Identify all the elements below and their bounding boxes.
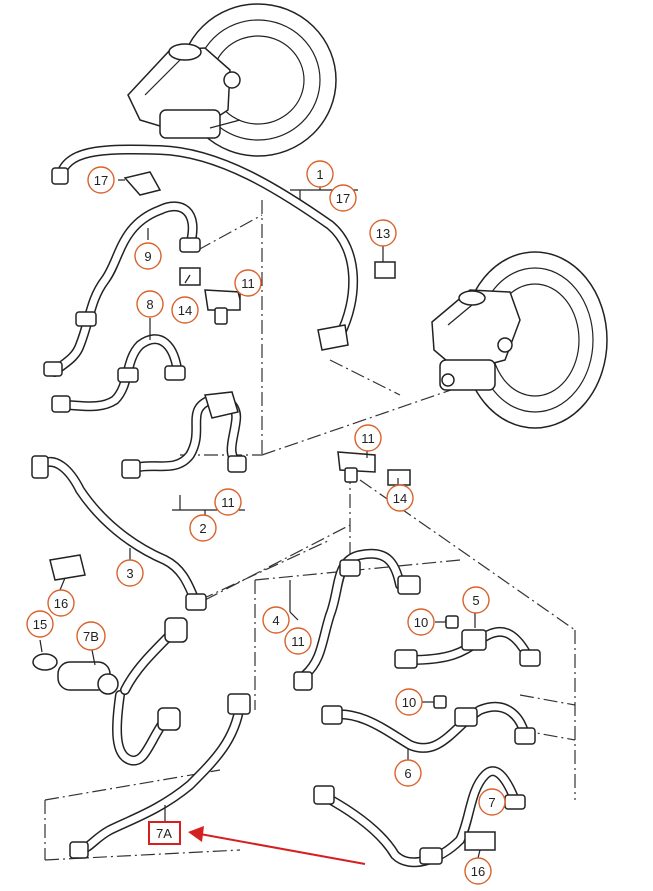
callout-4-label: 4 <box>272 613 279 628</box>
callout-11-mid: 11 <box>354 424 382 452</box>
hose-7 <box>313 766 526 868</box>
callout-11-top-label: 11 <box>241 276 255 291</box>
callout-7b-label: 7B <box>83 629 99 644</box>
callout-5-label: 5 <box>472 593 479 608</box>
callout-13: 13 <box>369 219 397 247</box>
highlight-7a: 7A <box>148 821 366 865</box>
callout-16-left: 16 <box>47 589 75 617</box>
callout-11-right: 11 <box>284 627 312 655</box>
callout-3-label: 3 <box>126 566 133 581</box>
callout-16-left-label: 16 <box>54 596 68 611</box>
callout-17-left: 17 <box>87 166 115 194</box>
callout-10-top-label: 10 <box>414 615 428 630</box>
callout-7-label: 7 <box>488 795 495 810</box>
highlight-arrow-head <box>188 826 204 842</box>
highlight-7a-box <box>148 821 181 845</box>
hose-6 <box>321 695 536 753</box>
highlight-arrow <box>199 833 366 865</box>
callout-17-right: 17 <box>329 184 357 212</box>
callout-14-mid-label: 14 <box>393 491 407 506</box>
callout-11-low-label: 11 <box>221 495 235 510</box>
hose-2 <box>121 391 247 479</box>
callout-14-top-label: 14 <box>178 303 192 318</box>
callout-11-right-label: 11 <box>291 634 305 649</box>
callout-6: 6 <box>394 759 422 787</box>
callout-1-label: 1 <box>316 167 323 182</box>
callout-15-label: 15 <box>33 617 47 632</box>
callout-1: 1 <box>306 160 334 188</box>
callout-8: 8 <box>136 290 164 318</box>
callout-10-bottom: 10 <box>395 688 423 716</box>
callout-15: 15 <box>26 610 54 638</box>
callout-11-mid-label: 11 <box>361 431 375 446</box>
callout-5: 5 <box>462 586 490 614</box>
brake-booster-top <box>127 3 337 157</box>
callout-8-label: 8 <box>146 297 153 312</box>
callout-3: 3 <box>116 559 144 587</box>
callout-2: 2 <box>189 514 217 542</box>
hose-5 <box>394 615 541 669</box>
callout-17-right-label: 17 <box>336 191 350 206</box>
callouts: 1 17 17 13 9 11 14 8 11 14 11 2 3 16 15 … <box>26 160 506 885</box>
highlight-7a-label: 7A <box>156 826 172 841</box>
small-parts <box>32 171 496 851</box>
hose-1 <box>51 144 359 351</box>
callout-11-top: 11 <box>234 269 262 297</box>
callout-9-label: 9 <box>144 249 151 264</box>
hose-7a <box>69 693 251 859</box>
hose-3 <box>31 455 207 611</box>
callout-16-bottom: 16 <box>464 857 492 885</box>
callout-6-label: 6 <box>404 766 411 781</box>
hose-8 <box>51 334 186 413</box>
callout-9: 9 <box>134 242 162 270</box>
callout-16-bottom-label: 16 <box>471 864 485 879</box>
hose-9 <box>43 201 201 377</box>
callout-10-bottom-label: 10 <box>402 695 416 710</box>
callout-4: 4 <box>262 606 290 634</box>
callout-14-top: 14 <box>171 296 199 324</box>
callout-17-left-label: 17 <box>94 173 108 188</box>
callout-11-low: 11 <box>214 488 242 516</box>
callout-2-label: 2 <box>199 521 206 536</box>
callout-7b: 7B <box>76 621 106 651</box>
hose-4 <box>293 548 421 691</box>
callout-13-label: 13 <box>376 226 390 241</box>
callout-7: 7 <box>478 788 506 816</box>
callout-14-mid: 14 <box>386 484 414 512</box>
hose-7b <box>57 617 188 766</box>
callout-10-top: 10 <box>407 608 435 636</box>
brake-booster-bottom <box>431 251 608 429</box>
